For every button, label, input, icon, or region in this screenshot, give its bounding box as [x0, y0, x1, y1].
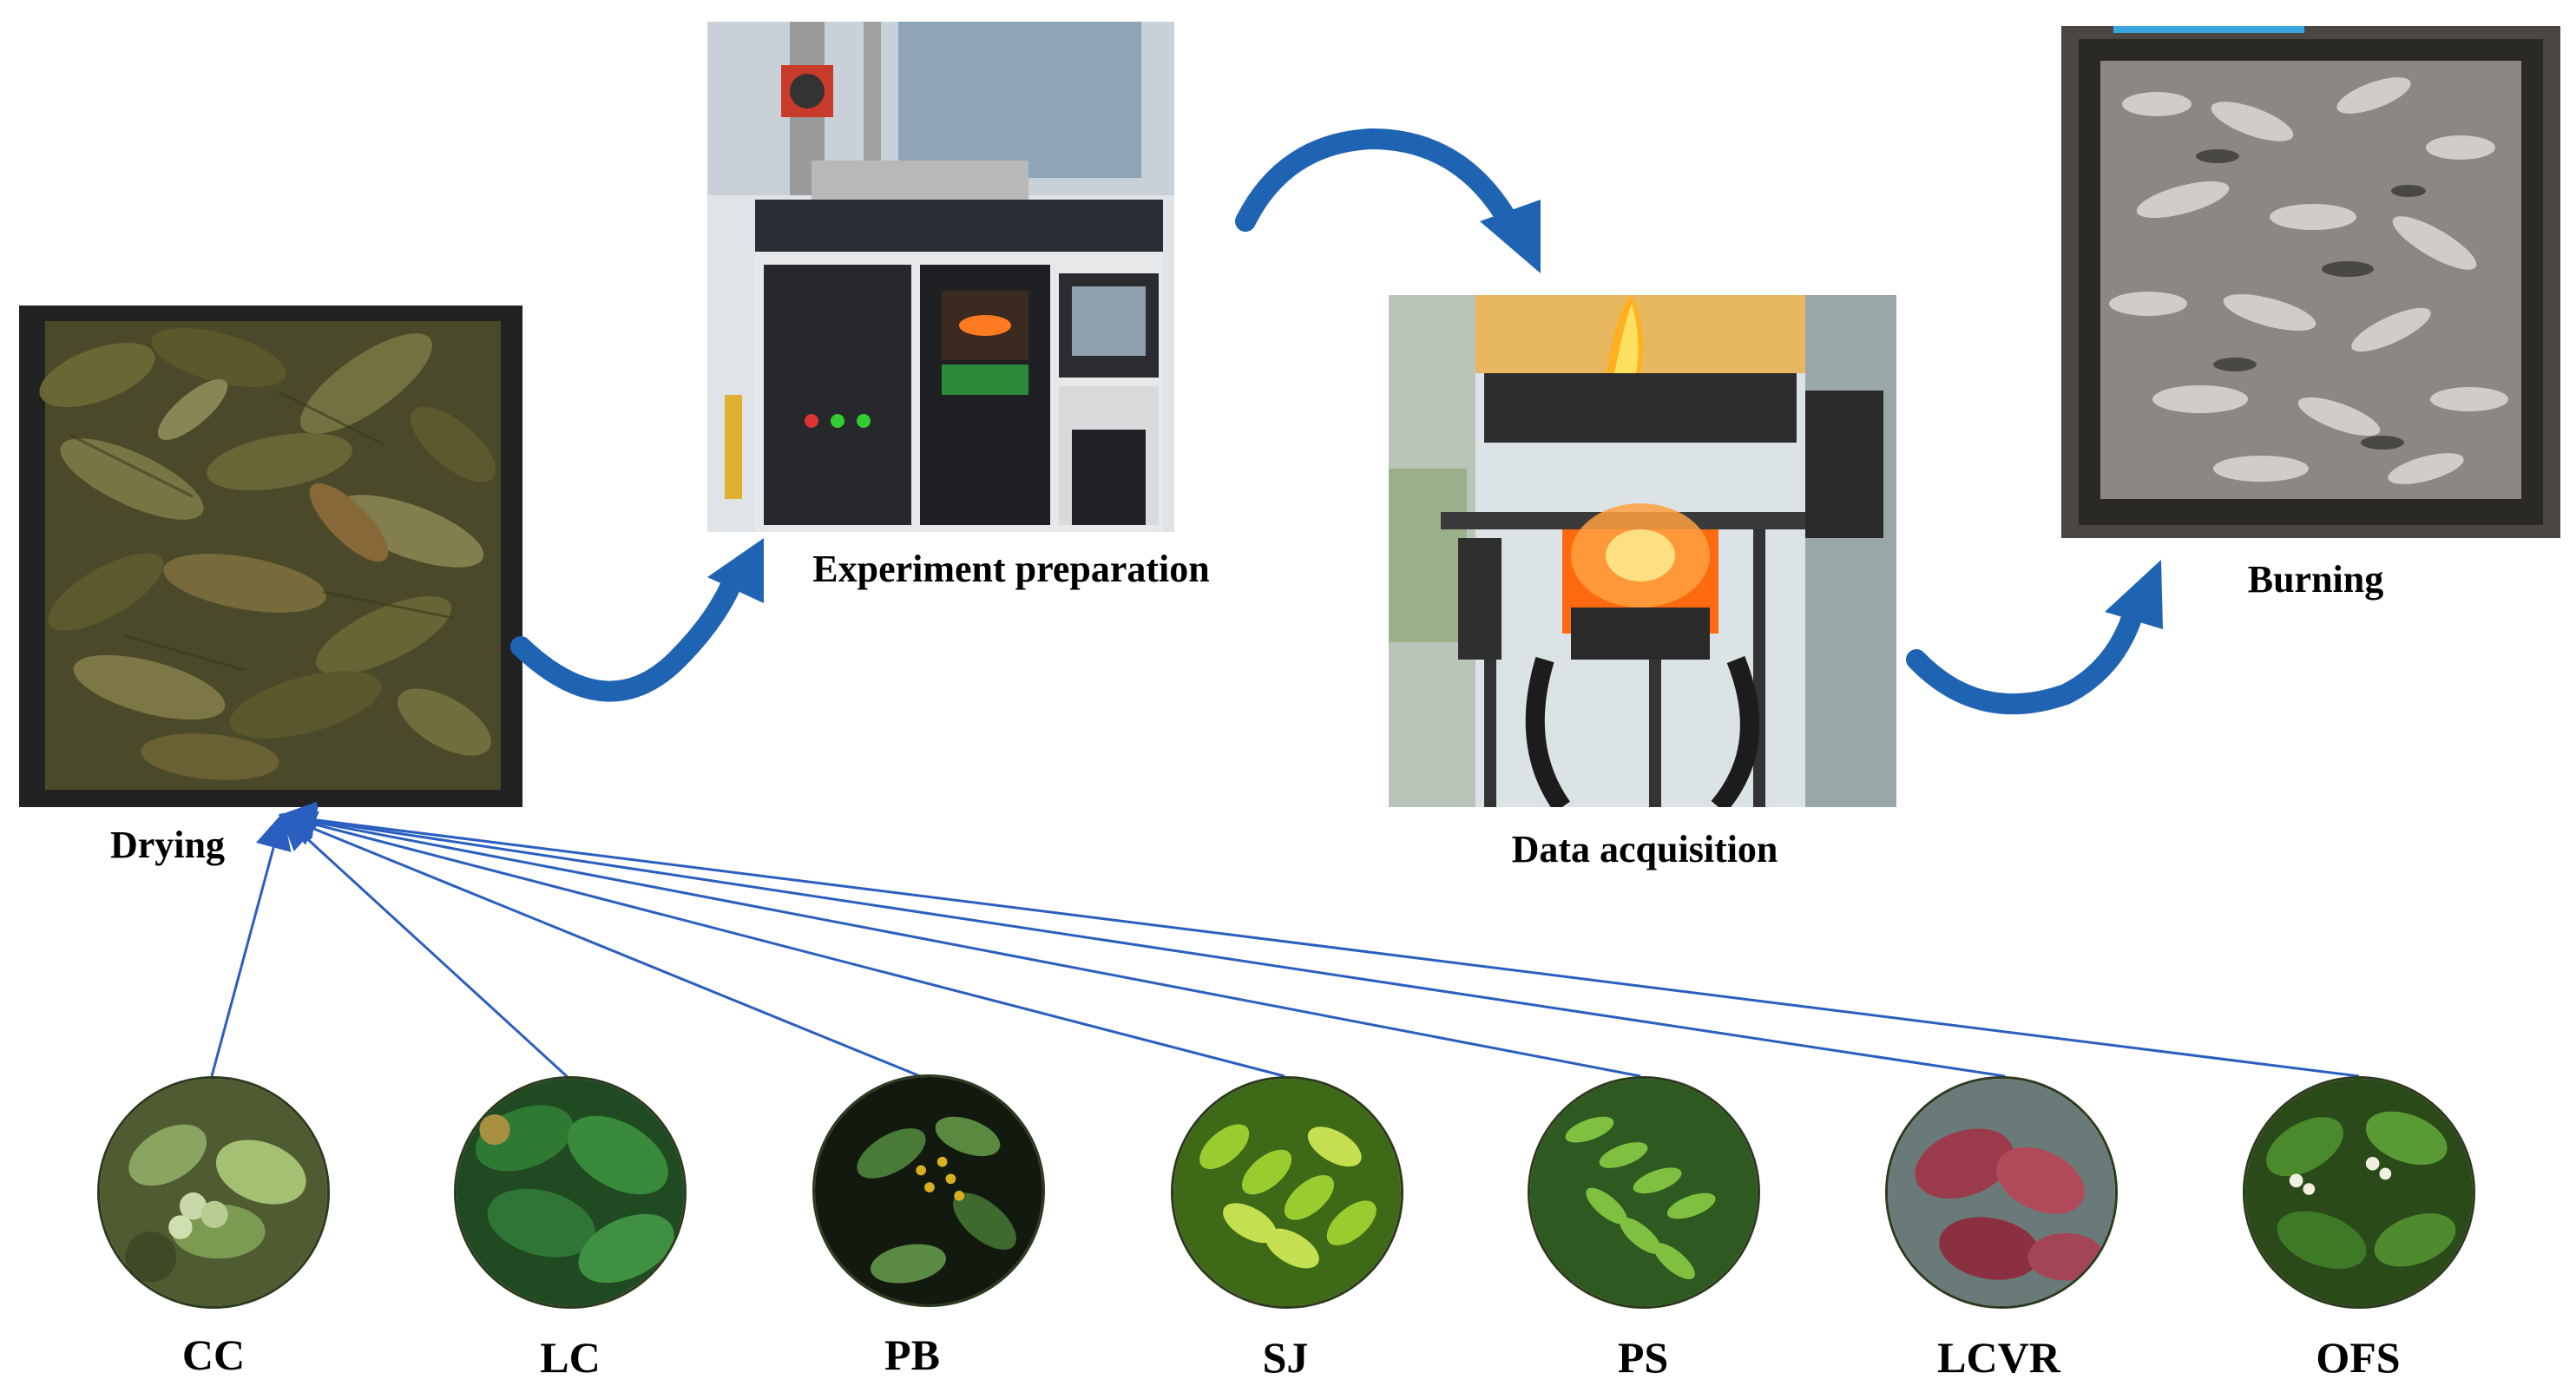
data-acquisition-label: Data acquisition	[1511, 828, 1778, 870]
species-connector-lines	[210, 801, 2360, 1080]
species-photo-lc	[454, 1076, 687, 1309]
burning-photo	[2061, 26, 2560, 538]
connector-line-ps	[278, 804, 1641, 1078]
species-photo-sj	[1171, 1076, 1403, 1309]
species-photo-cc	[97, 1076, 330, 1309]
connector-line-ofs	[278, 801, 2360, 1078]
connector-line-pb	[279, 811, 921, 1078]
drying-photo	[19, 305, 522, 807]
species-photo-pb	[812, 1074, 1045, 1307]
connector-line-sj	[278, 806, 1285, 1078]
species-label-lc: LC	[540, 1333, 601, 1382]
species-label-lcvr: LCVR	[1937, 1333, 2060, 1382]
species-photo-lcvr	[1885, 1076, 2118, 1309]
arrow-acquisition-to-burning	[1906, 560, 2163, 715]
species-label-ps: PS	[1617, 1333, 1669, 1382]
species-label-ofs: OFS	[2316, 1333, 2401, 1382]
species-label-cc: CC	[181, 1330, 246, 1379]
cone-calorimeter-photo	[707, 22, 1174, 532]
burning-label: Burning	[2247, 558, 2384, 601]
species-label-sj: SJ	[1262, 1333, 1309, 1382]
arrow-drying-to-preparation	[510, 538, 764, 702]
species-photo-ps	[1528, 1076, 1760, 1309]
experiment-preparation-label: Experiment preparation	[812, 548, 1210, 590]
arrow-preparation-to-acquisition	[1235, 128, 1541, 273]
species-photo-ofs	[2243, 1076, 2475, 1309]
connector-line-lc	[279, 813, 570, 1080]
species-label-pb: PB	[884, 1330, 940, 1379]
data-acquisition-photo	[1389, 295, 1896, 807]
drying-label: Drying	[110, 824, 225, 866]
